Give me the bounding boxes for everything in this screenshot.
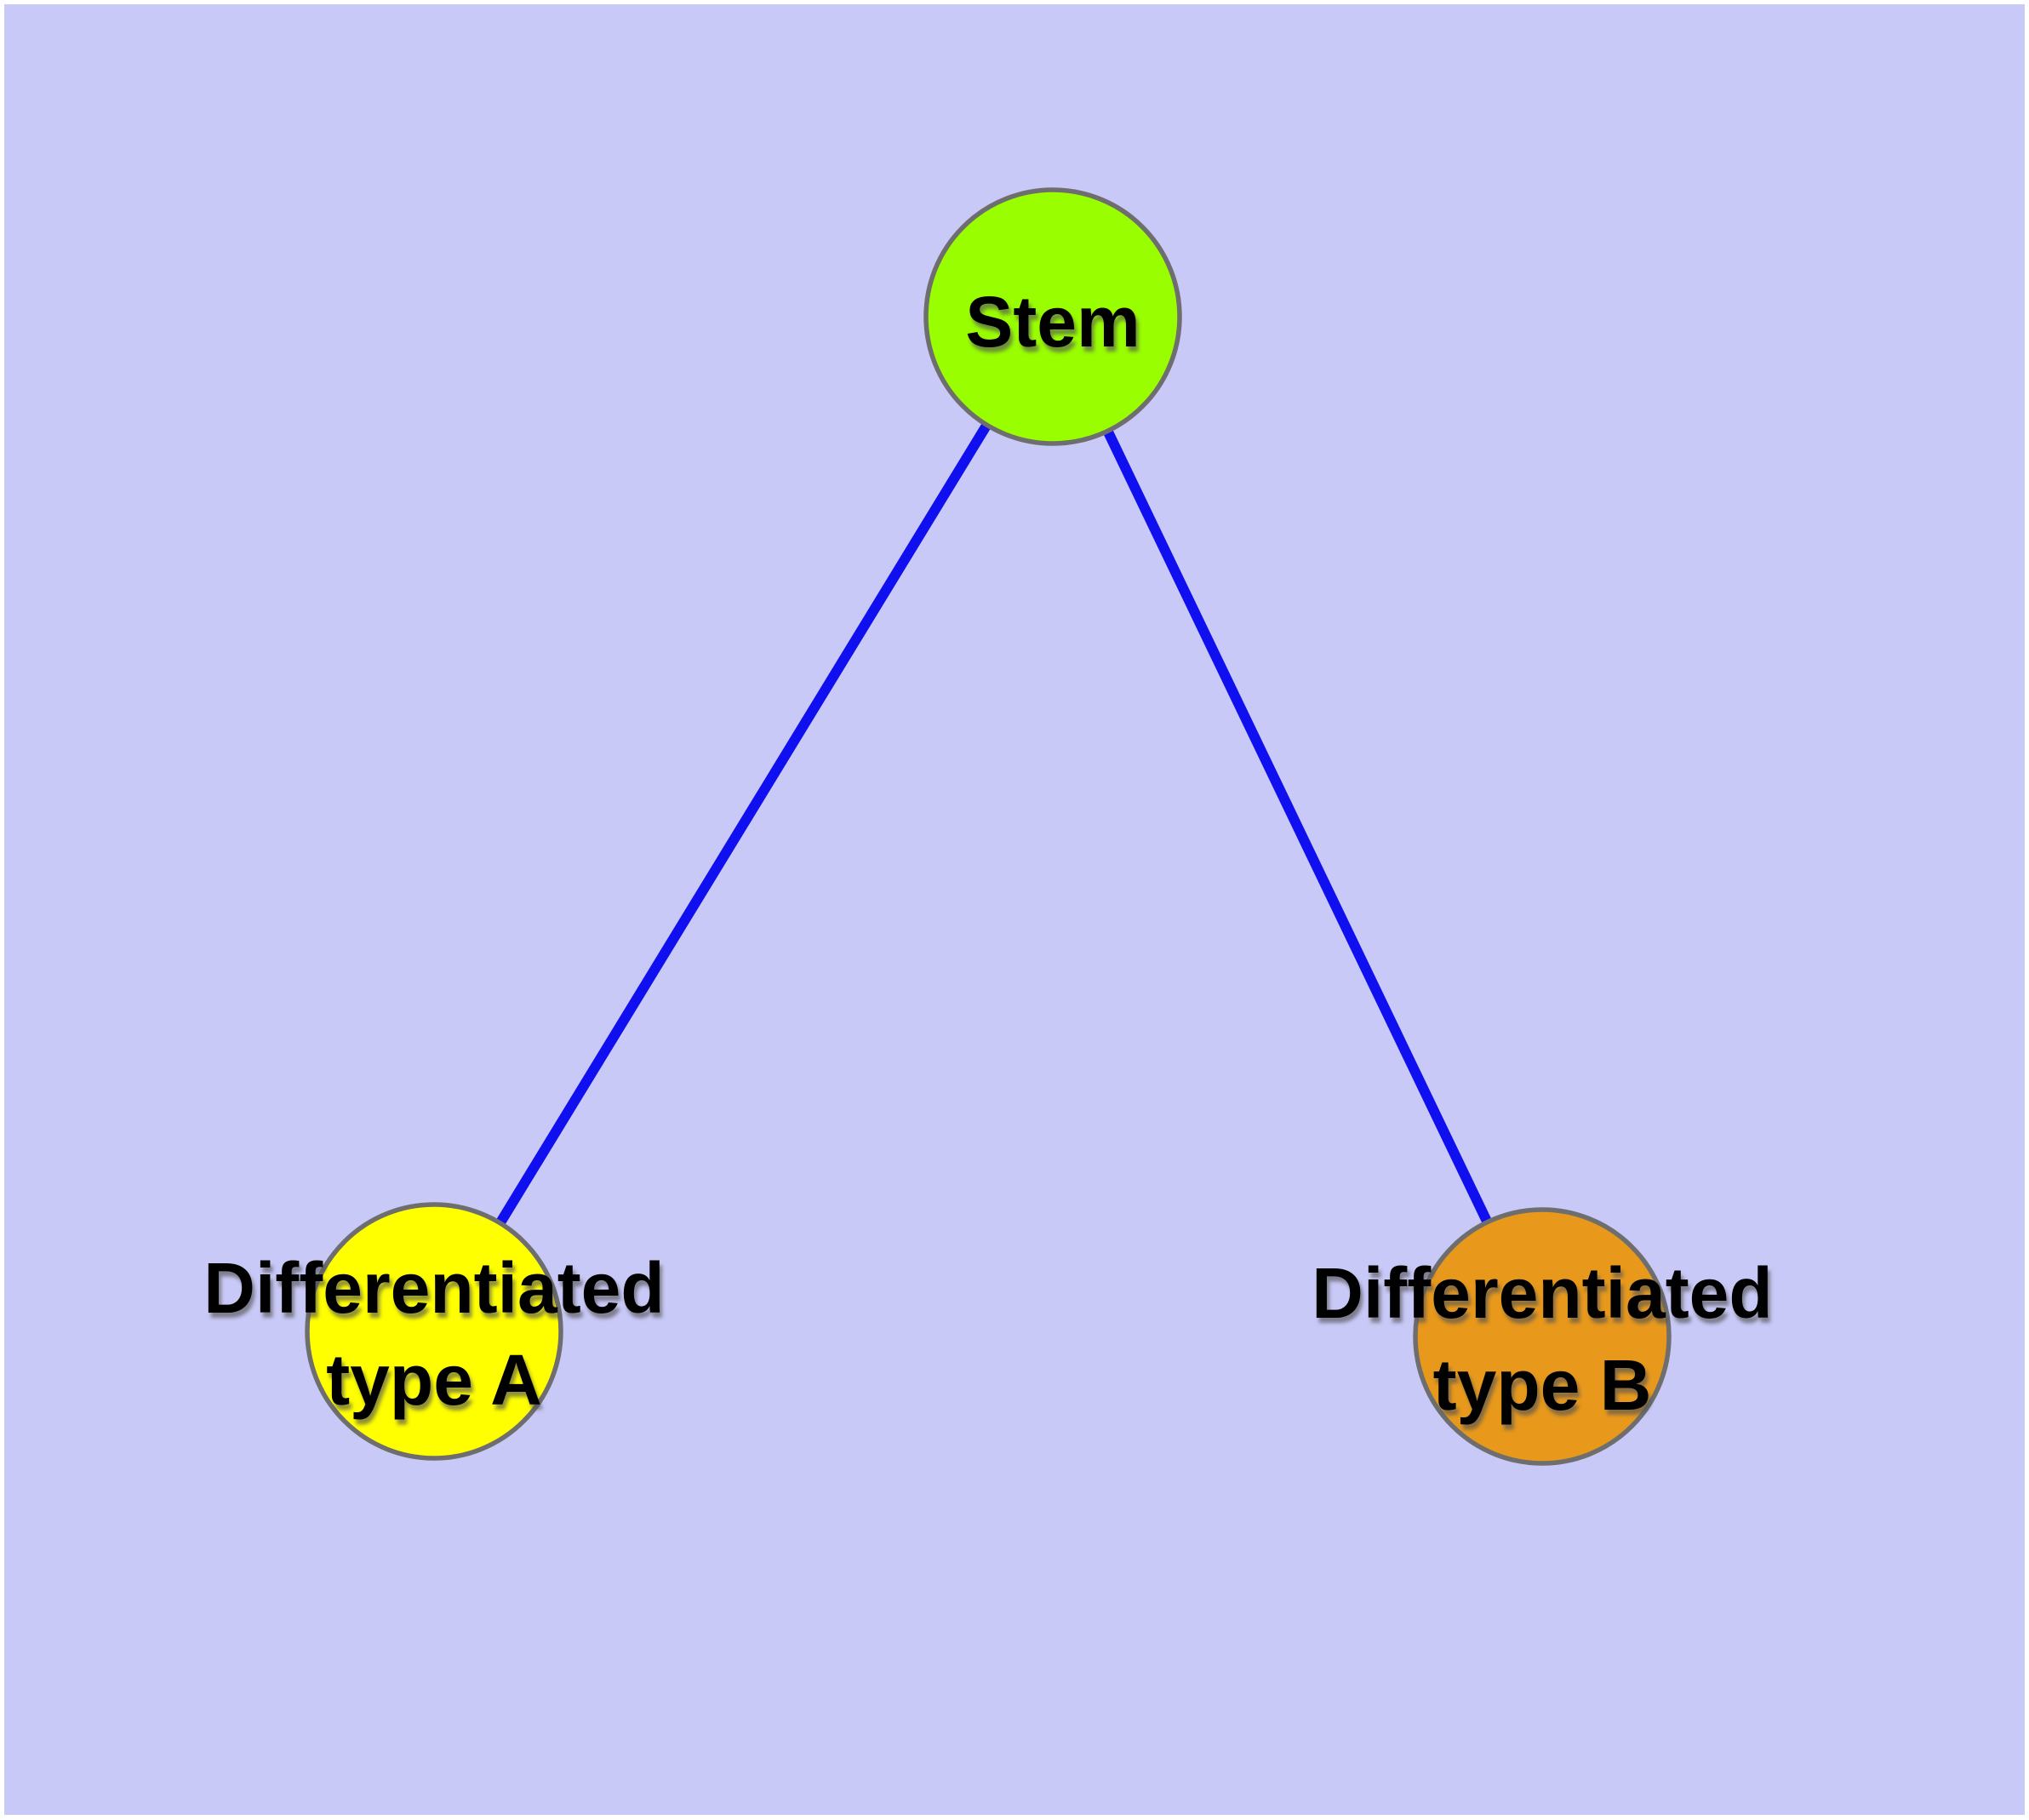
node-stem <box>923 187 1182 446</box>
edge-stem-type-b <box>1048 312 1547 1342</box>
diagram-canvas: Stem Differentiated type A Differentiate… <box>4 4 2025 1815</box>
graph-svg <box>4 4 2025 1815</box>
edge-stem-type-a <box>429 312 1058 1336</box>
node-type-b <box>1413 1207 1672 1466</box>
node-type-a <box>305 1202 563 1461</box>
